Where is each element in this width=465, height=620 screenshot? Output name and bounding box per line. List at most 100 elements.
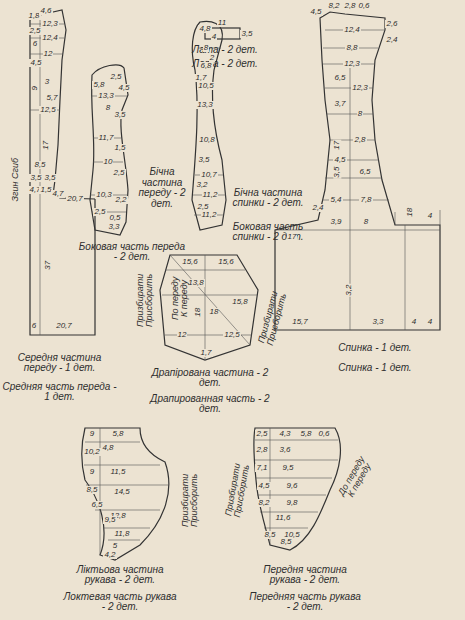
middle-front-piece <box>30 10 95 335</box>
dimension-number: 11,6 <box>275 514 292 522</box>
dimension-number: 1,5 <box>113 144 126 152</box>
dimension-number: 6,5 <box>333 74 346 82</box>
dimension-number: 5,7 <box>45 94 58 102</box>
dimension-number: 17 <box>333 140 341 151</box>
elbow-sleeve-piece <box>82 428 169 560</box>
dimension-number: 15,6 <box>181 258 199 266</box>
dimension-number: 17 <box>42 140 50 151</box>
dimension-number: 4 <box>427 318 433 326</box>
dimension-number: 2,4 <box>385 36 398 44</box>
dimension-number: 4,8 <box>198 25 211 33</box>
dimension-number: 7,1 <box>255 464 268 472</box>
dimension-number: 13,3 <box>97 92 115 100</box>
dimension-number: 2,8 <box>353 136 366 144</box>
dimension-number: 3,5 <box>113 111 126 119</box>
piece-caption: Драпированная часть - 2 дет. <box>148 394 273 415</box>
dimension-number: 4,6 <box>39 7 52 15</box>
dimension-number: 11,8 <box>114 530 131 538</box>
dimension-number: 13,8 <box>187 279 205 287</box>
dimension-number: 9,5 <box>103 516 116 524</box>
dimension-number: 8,8 <box>345 44 358 52</box>
dimension-number: 14,5 <box>113 488 131 496</box>
dimension-number: 0,5 <box>108 214 121 222</box>
dimension-number: 18 <box>209 308 220 316</box>
piece-caption: Средняя часть переда - 1 дет. <box>2 382 117 403</box>
dimension-number: 8,5 <box>85 486 98 494</box>
dimension-number: 10,5 <box>197 82 215 90</box>
dimension-number: 4,8 <box>101 444 114 452</box>
dimension-number: 8 <box>105 104 111 112</box>
dimension-number: 3,2 <box>195 181 208 189</box>
dimension-number: 15,7 <box>291 318 309 326</box>
sewing-note: По переду К переду <box>171 273 190 323</box>
dimension-number: 12,3 <box>41 20 59 28</box>
dimension-number: 2,5 <box>255 430 268 438</box>
dimension-number: 11,7 <box>98 134 115 142</box>
dimension-number: 9,5 <box>281 464 294 472</box>
dimension-number: 2,8 <box>255 446 268 454</box>
dimension-number: 3,5 <box>240 30 253 38</box>
dimension-number: 8 <box>357 110 363 118</box>
piece-caption: Лата - 2 дет. <box>165 59 285 70</box>
piece-caption: Бічна частина переду - 2 дет. <box>132 167 192 209</box>
dimension-number: 20,7 <box>55 322 73 330</box>
dimension-number: 4 <box>211 33 217 41</box>
sewing-note: Призбирати Присборить <box>256 287 290 350</box>
dimension-number: 15,6 <box>217 258 235 266</box>
draped-piece <box>160 255 258 360</box>
dimension-number: 0,6 <box>317 430 330 438</box>
dimension-number: 10,8 <box>198 136 216 144</box>
dimension-number: 2,5 <box>112 169 125 177</box>
piece-caption: Драпірована частина - 2 дет. <box>148 368 273 389</box>
dimension-number: 2,6 <box>385 20 398 28</box>
dimension-number: 7,8 <box>359 196 372 204</box>
dimension-number: 12,4 <box>41 34 59 42</box>
dimension-number: 8,5 <box>263 531 276 539</box>
dimension-number: 11,5 <box>110 468 127 476</box>
dimension-number: 4 <box>427 212 433 220</box>
sewing-note: Призбирати Присборить <box>181 470 200 530</box>
sewing-note: До переду К переду <box>335 452 376 505</box>
piece-caption: Лата - 2 дет. <box>165 45 285 56</box>
dimension-number: 11,2 <box>201 211 218 219</box>
dimension-number: 4,5 <box>257 482 270 490</box>
dimension-number: 10,7 <box>200 171 218 179</box>
back-piece <box>275 12 440 330</box>
dimension-number: 10,2 <box>83 448 101 456</box>
dimension-number: 3,3 <box>107 223 120 231</box>
dimension-number: 5,8 <box>111 430 124 438</box>
piece-caption: Середня частина переду - 1 дет. <box>2 353 117 374</box>
dimension-number: 20,7 <box>66 195 84 203</box>
dimension-number: 18 <box>194 307 202 318</box>
dimension-number: 1,7 <box>199 349 212 357</box>
dimension-number: 4,5 <box>29 59 42 67</box>
dimension-number: 3,7 <box>333 100 346 108</box>
dimension-number: 8 <box>203 44 209 52</box>
dimension-number: 13,3 <box>196 101 214 109</box>
sewing-note: Призбирати Присборить <box>223 459 252 521</box>
dimension-number: 6,5 <box>358 168 371 176</box>
dimension-number: 17 <box>287 233 298 241</box>
dimension-number: 18 <box>406 207 414 218</box>
dimension-number: 12,3 <box>351 84 369 92</box>
dimension-number: 9,6 <box>285 482 298 490</box>
piece-caption: Передня частина рукава - 2 дет. <box>248 565 363 586</box>
dimension-number: 5,8 <box>92 81 105 89</box>
dimension-number: 10 <box>103 158 114 166</box>
dimension-number: 5,8 <box>299 430 312 438</box>
dimension-number: 9 <box>89 468 95 476</box>
dimension-number: 2,5 <box>28 27 41 35</box>
dimension-number: 12 <box>43 50 54 58</box>
dimension-number: 3,3 <box>371 318 384 326</box>
dimension-number: 2,5 <box>93 208 106 216</box>
piece-caption: Передняя часть рукава - 2 дет. <box>248 592 363 613</box>
dimension-number: 4,5 <box>117 84 130 92</box>
piece-caption: Спинка - 1 дет. <box>315 343 435 354</box>
front-sleeve-piece <box>254 428 341 550</box>
dimension-number: 0,6 <box>357 2 370 10</box>
dimension-number: 2,5 <box>109 73 122 81</box>
dimension-number: 9 <box>89 430 95 438</box>
dimension-number: 37 <box>44 260 52 271</box>
dimension-number: 3 <box>44 78 50 86</box>
dimension-number: 3,9 <box>329 218 342 226</box>
